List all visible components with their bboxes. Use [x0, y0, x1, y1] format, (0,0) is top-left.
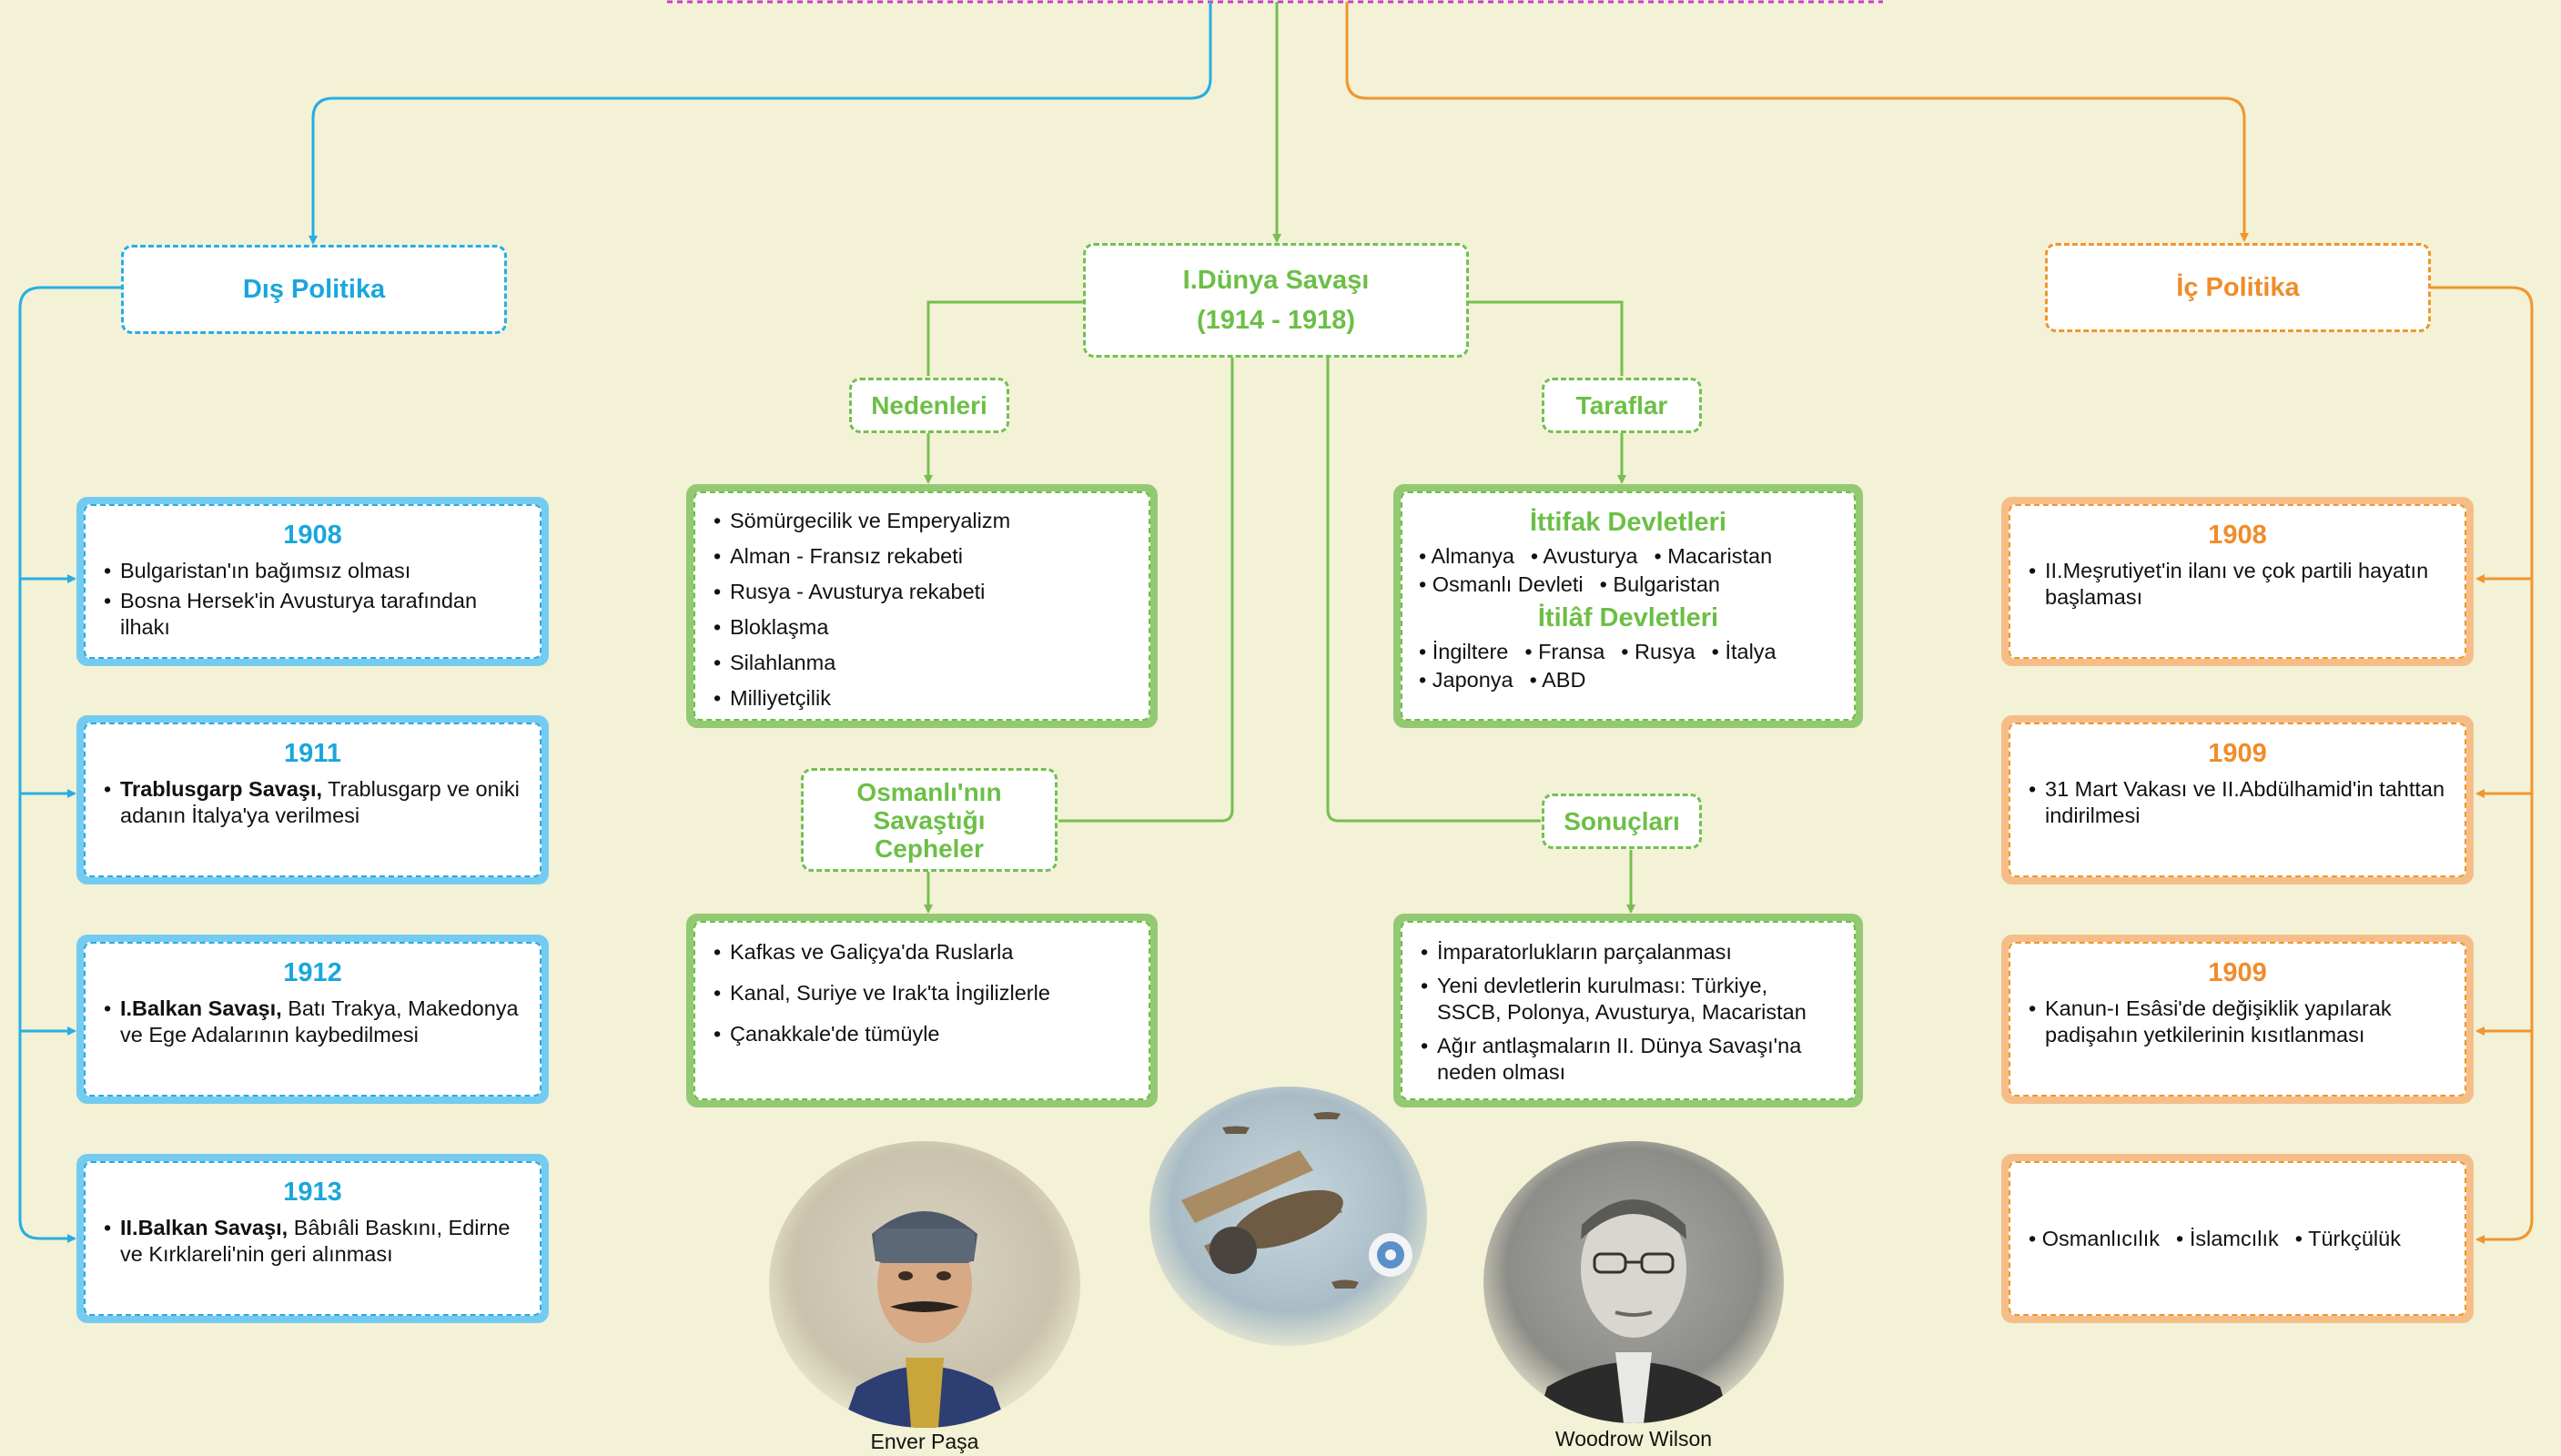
ic-politika-title: İç Politika	[2176, 272, 2300, 302]
ideology-item: Türkçülük	[2295, 1227, 2401, 1250]
event-item: Kanun-ı Esâsi'de değişiklik yapılarak pa…	[2027, 996, 2448, 1048]
neden-item: Bloklaşma	[712, 614, 1132, 641]
ic-event-card: 1909 Kanun-ı Esâsi'de değişiklik yapılar…	[2001, 935, 2474, 1104]
neden-item: Sömürgecilik ve Emperyalizm	[712, 508, 1132, 534]
dis-politika-header: Dış Politika	[121, 245, 507, 334]
event-year: 1913	[283, 1178, 342, 1207]
neden-item: Silahlanma	[712, 650, 1132, 676]
sonuclari-header: Sonuçları	[1542, 794, 1702, 849]
biplane-photo	[1149, 1087, 1427, 1346]
itilaf-row: İngiltereFransaRusyaİtalya	[1419, 639, 1837, 665]
cephe-item: Kanal, Suriye ve Irak'ta İngilizlerle	[712, 980, 1132, 1006]
nedenleri-card: Sömürgecilik ve Emperyalizm Alman - Fran…	[686, 484, 1158, 728]
ideology-list: Osmanlıcılık İslamcılık Türkçülük	[2029, 1226, 2417, 1252]
taraflar-header: Taraflar	[1542, 378, 1702, 433]
event-year: 1908	[283, 521, 342, 550]
ic-politika-header: İç Politika	[2045, 243, 2431, 332]
ittifak-title: İttifak Devletleri	[1530, 508, 1726, 537]
event-year: 1912	[283, 958, 342, 987]
nedenleri-header: Nedenleri	[849, 378, 1009, 433]
cephe-item: Kafkas ve Galiçya'da Ruslarla	[712, 939, 1132, 966]
cepheler-title: Osmanlı'nın Savaştığı Cepheler	[856, 777, 1002, 863]
taraflar-title: Taraflar	[1575, 390, 1668, 420]
dunya-savasi-years: (1914 - 1918)	[1196, 306, 1356, 335]
itilaf-row: JaponyaABD	[1419, 667, 1837, 693]
dis-event-card: 1912 I.Balkan Savaşı, Batı Trakya, Maked…	[76, 935, 549, 1104]
sonuc-item: İmparatorlukların parçalanması	[1419, 939, 1837, 966]
neden-item: Milliyetçilik	[712, 685, 1132, 712]
event-item: 31 Mart Vakası ve II.Abdülhamid'in tahtt…	[2027, 776, 2448, 829]
event-item: Bosna Hersek'in Avusturya tarafından ilh…	[102, 588, 523, 641]
nedenleri-title: Nedenleri	[871, 390, 987, 420]
enver-pasa-portrait	[769, 1141, 1080, 1428]
woodrow-wilson-caption: Woodrow Wilson	[1554, 1427, 1713, 1451]
ittifak-row: AlmanyaAvusturyaMacaristan	[1419, 543, 1837, 570]
event-item: II.Balkan Savaşı, Bâbıâli Baskını, Edirn…	[102, 1215, 523, 1268]
sonuc-item: Ağır antlaşmaların II. Dünya Savaşı'na n…	[1419, 1033, 1837, 1086]
itilaf-title: İtilâf Devletleri	[1537, 603, 1719, 632]
sonuclari-card: İmparatorlukların parçalanması Yeni devl…	[1393, 914, 1863, 1107]
ideology-item: Osmanlıcılık	[2029, 1227, 2160, 1250]
event-item: II.Meşrutiyet'in ilanı ve çok partili ha…	[2027, 558, 2448, 611]
cepheler-card: Kafkas ve Galiçya'da Ruslarla Kanal, Sur…	[686, 914, 1158, 1107]
cepheler-header: Osmanlı'nın Savaştığı Cepheler	[801, 768, 1058, 872]
event-item: I.Balkan Savaşı, Batı Trakya, Makedonya …	[102, 996, 523, 1048]
sonuclari-title: Sonuçları	[1564, 806, 1680, 835]
event-year: 1908	[2208, 521, 2267, 550]
enver-pasa-caption: Enver Paşa	[870, 1430, 979, 1453]
ideology-card: Osmanlıcılık İslamcılık Türkçülük	[2001, 1154, 2474, 1323]
dunya-savasi-title: I.Dünya Savaşı	[1182, 266, 1370, 295]
ittifak-row: Osmanlı DevletiBulgaristan	[1419, 571, 1837, 598]
taraflar-card: İttifak Devletleri AlmanyaAvusturyaMacar…	[1393, 484, 1863, 728]
neden-item: Alman - Fransız rekabeti	[712, 543, 1132, 570]
neden-item: Rusya - Avusturya rekabeti	[712, 579, 1132, 605]
ideology-item: İslamcılık	[2176, 1227, 2279, 1250]
dis-politika-title: Dış Politika	[242, 274, 386, 304]
dis-event-card: 1913 II.Balkan Savaşı, Bâbıâli Baskını, …	[76, 1154, 549, 1323]
dunya-savasi-header: I.Dünya Savaşı (1914 - 1918)	[1083, 243, 1469, 358]
sonuc-item: Yeni devletlerin kurulması: Türkiye, SSC…	[1419, 973, 1837, 1026]
event-item: Bulgaristan'ın bağımsız olması	[102, 558, 523, 584]
event-year: 1909	[2208, 739, 2267, 768]
event-year: 1911	[284, 739, 341, 768]
dis-event-card: 1908 Bulgaristan'ın bağımsız olması Bosn…	[76, 497, 549, 666]
dis-event-card: 1911 Trablusgarp Savaşı, Trablusgarp ve …	[76, 715, 549, 885]
ic-event-card: 1908 II.Meşrutiyet'in ilanı ve çok parti…	[2001, 497, 2474, 666]
event-item: Trablusgarp Savaşı, Trablusgarp ve oniki…	[102, 776, 523, 829]
woodrow-wilson-portrait	[1483, 1141, 1784, 1423]
cephe-item: Çanakkale'de tümüyle	[712, 1021, 1132, 1047]
event-year: 1909	[2208, 958, 2267, 987]
ic-event-card: 1909 31 Mart Vakası ve II.Abdülhamid'in …	[2001, 715, 2474, 885]
